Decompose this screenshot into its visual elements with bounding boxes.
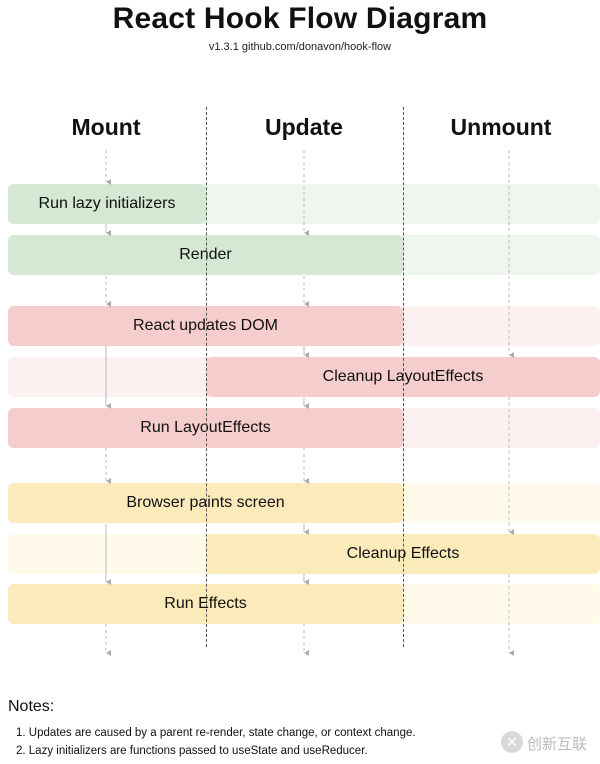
diagram-subtitle: v1.3.1 github.com/donavon/hook-flow [208,41,392,53]
step-label: Run Effects [164,595,247,612]
step-run-layout-effects: Run LayoutEffects [8,408,403,448]
column-header-update: Update [265,114,343,140]
step-run-lazy-initializers: Run lazy initializers [8,184,206,224]
notes-heading: Notes: [8,698,55,715]
step-label: Run lazy initializers [38,195,176,212]
diagram-title: React Hook Flow Diagram [112,2,488,35]
step-label: React updates DOM [133,317,278,334]
column-header-unmount: Unmount [450,114,552,140]
step-label: Cleanup LayoutEffects [322,368,484,385]
note-item: 1. Updates are caused by a parent re-ren… [16,727,416,739]
watermark-logo-icon: ✕ [501,731,523,753]
step-label: Browser paints screen [126,494,285,511]
step-react-updates-dom: React updates DOM [8,306,403,346]
column-divider-mount-update [206,107,207,647]
column-divider-update-unmount [403,107,404,647]
step-label: Run LayoutEffects [140,419,271,436]
step-label: Cleanup Effects [346,545,460,562]
step-run-effects: Run Effects [8,584,403,624]
step-render: Render [8,235,403,275]
column-header-mount: Mount [71,114,141,140]
step-browser-paints-screen: Browser paints screen [8,483,403,523]
note-item: 2. Lazy initializers are functions passe… [16,745,368,757]
watermark-text: 创新互联 [527,735,588,753]
step-label: Render [179,246,232,263]
